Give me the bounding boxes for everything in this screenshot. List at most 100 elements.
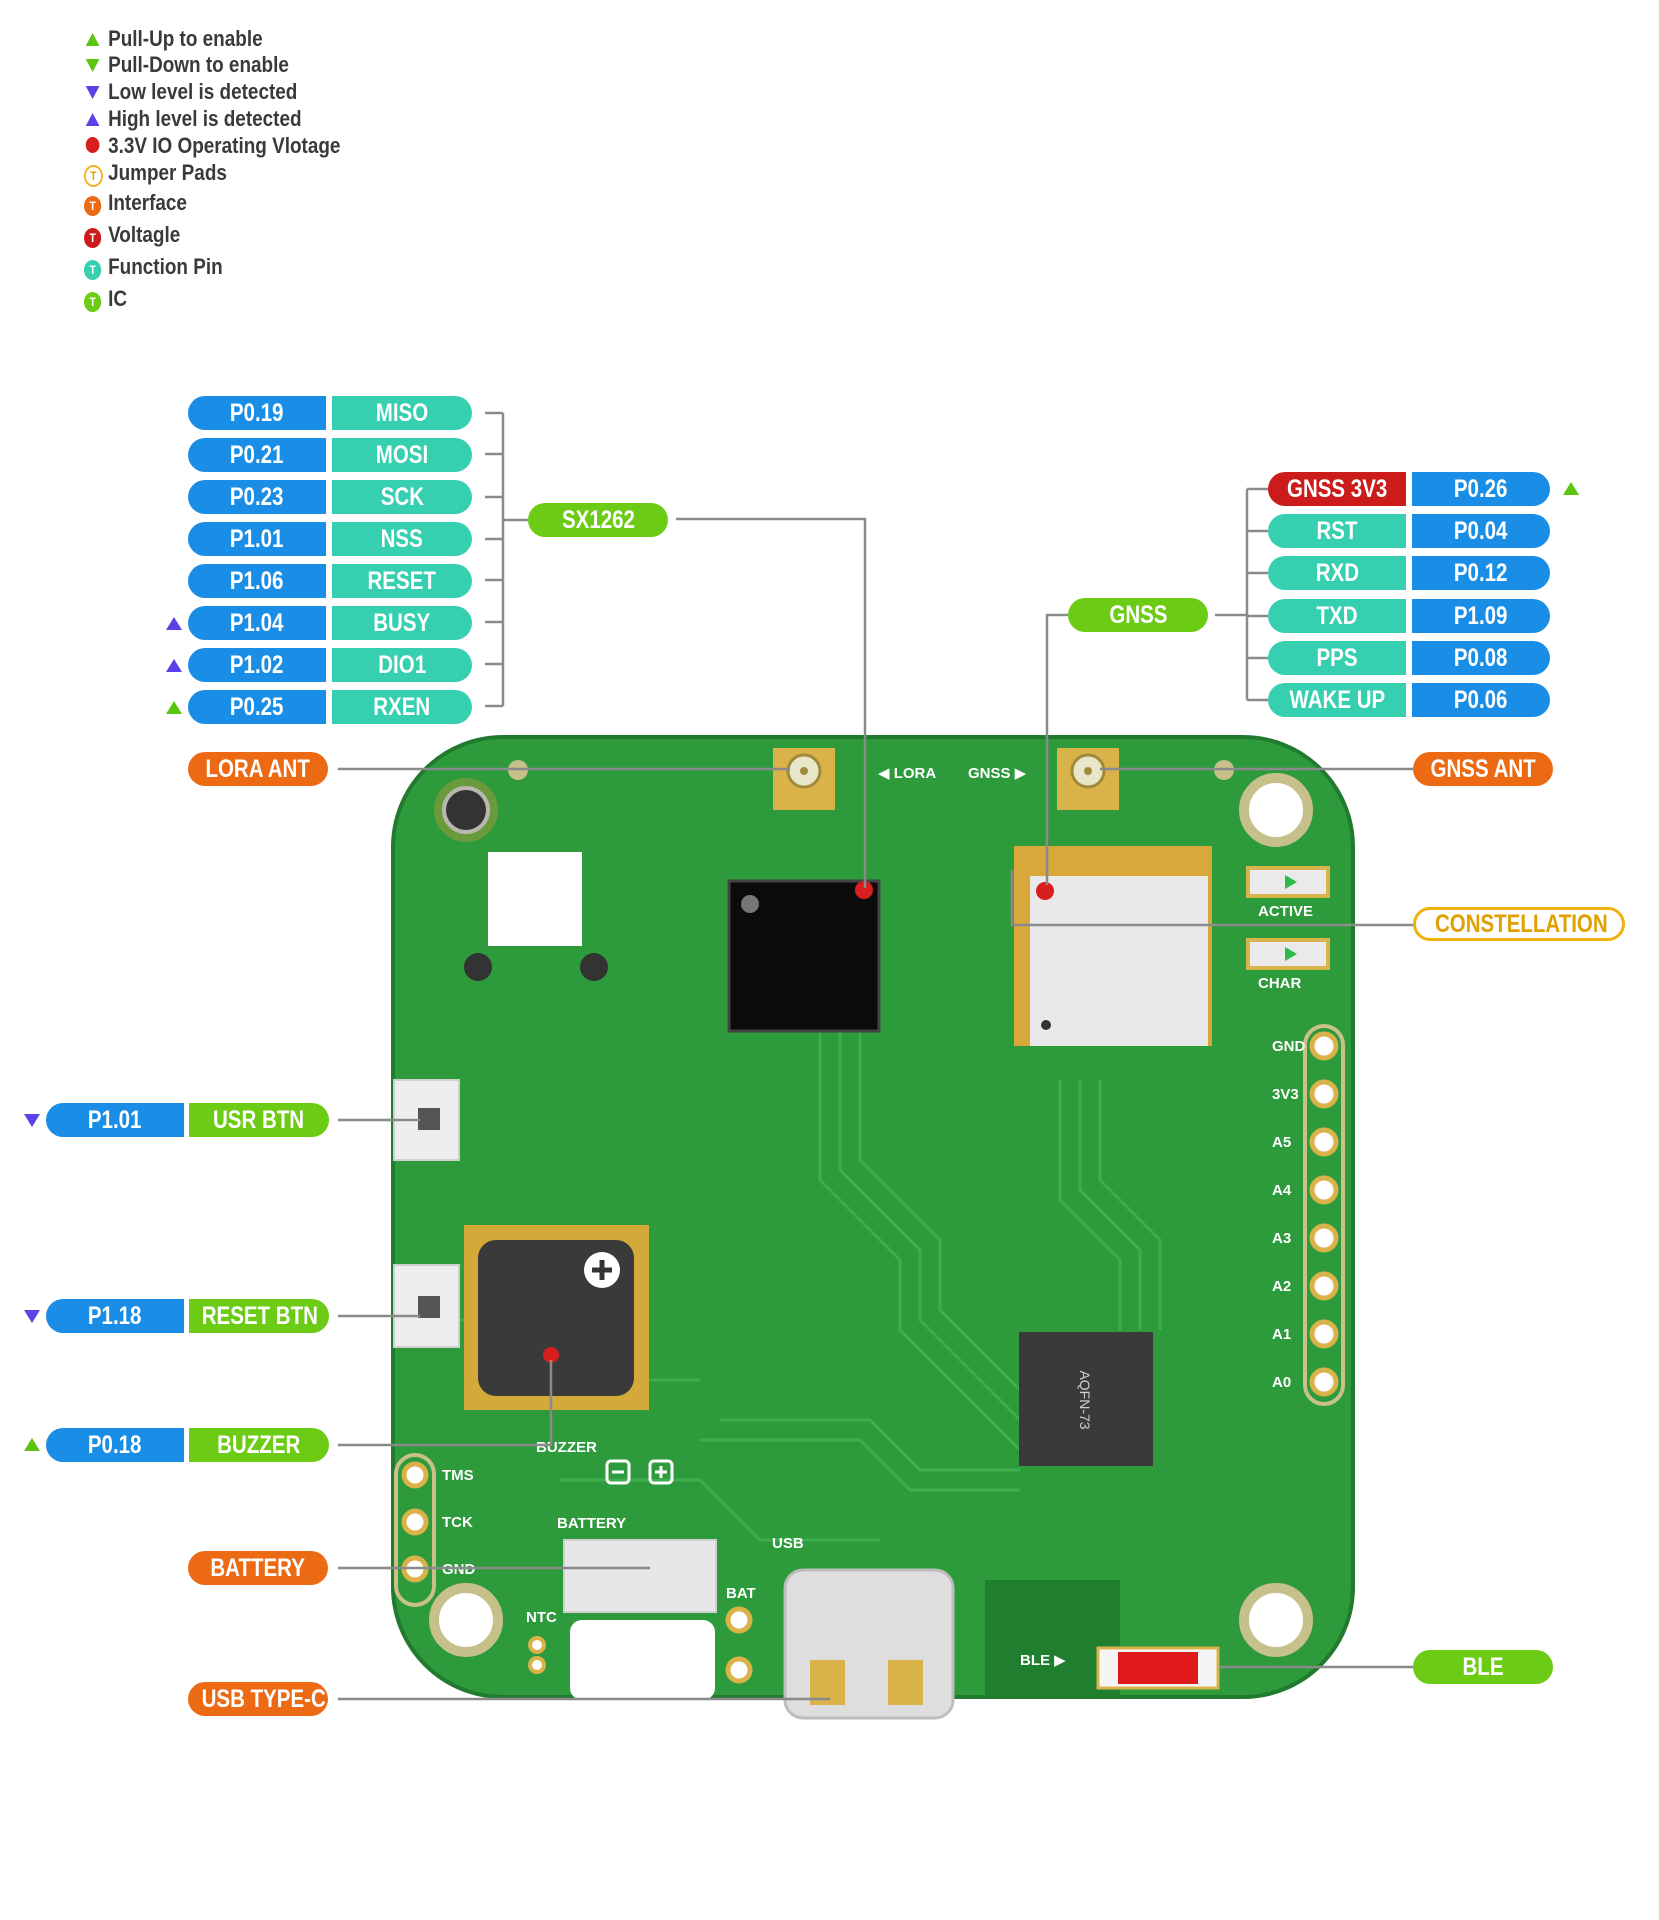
interface-badge-icon: T — [84, 196, 102, 216]
reset-btn-gpio: P1.18 — [46, 1299, 184, 1333]
callout-lines — [338, 411, 1413, 1701]
sx1262-label: SX1262 — [528, 503, 668, 537]
pull-up-marker-rxen — [166, 701, 182, 714]
battery-polarity-icons — [605, 1459, 674, 1485]
low-level-marker-reset — [24, 1310, 40, 1323]
legend-pull-up: Pull-Up to enable — [84, 26, 263, 52]
sx1262-func-1: MOSI — [332, 438, 472, 472]
battery-connector — [563, 1539, 717, 1613]
usr-button-part — [393, 1079, 460, 1161]
usb-type-c-label: USB TYPE-C — [188, 1682, 328, 1716]
silk-swd-1: TCK — [442, 1514, 473, 1531]
sx1262-gpio-4: P1.06 — [188, 564, 326, 598]
constellation-label: CONSTELLATION — [1413, 907, 1625, 941]
silk-header-7: A0 — [1272, 1374, 1291, 1391]
triangle-up-green-icon — [85, 33, 100, 46]
silk-bat: BAT — [726, 1585, 756, 1602]
sx1262-gpio-6: P1.02 — [188, 648, 326, 682]
silk-header-2: A5 — [1272, 1134, 1291, 1151]
buzzer-gpio: P0.18 — [46, 1428, 184, 1462]
high-level-marker-dio1 — [166, 659, 182, 672]
silk-header-6: A1 — [1272, 1326, 1291, 1343]
ic-badge-icon: T — [84, 292, 102, 312]
silk-header-5: A2 — [1272, 1278, 1291, 1295]
sx1262-gpio-7: P0.25 — [188, 690, 326, 724]
gnss-module — [1014, 846, 1212, 1046]
gnss-gpio-1: P0.04 — [1412, 514, 1550, 548]
silk-swd-0: TMS — [442, 1467, 474, 1484]
triangle-up-purple-icon — [85, 113, 100, 126]
silk-char: CHAR — [1258, 975, 1301, 992]
sx1262-gpio-0: P0.19 — [188, 396, 326, 430]
jumper-badge-icon: T — [84, 165, 103, 187]
battery-label: BATTERY — [188, 1551, 328, 1585]
reset-button-part — [393, 1264, 460, 1348]
legend-3v3: 3.3V IO Operating Vlotage — [84, 133, 340, 159]
buzzer-label: BUZZER — [189, 1428, 329, 1462]
usb-c-connector — [783, 1568, 955, 1720]
gnss-label: GNSS — [1068, 598, 1208, 632]
gnss-func-0: GNSS 3V3 — [1268, 472, 1406, 506]
function-badge-icon: T — [84, 260, 102, 280]
low-level-marker-usr — [24, 1114, 40, 1127]
sx1262-gpio-2: P0.23 — [188, 480, 326, 514]
silk-header-3: A4 — [1272, 1182, 1292, 1199]
sx1262-func-0: MISO — [332, 396, 472, 430]
gnss-3v3-dot — [1036, 882, 1054, 900]
sx1262-gpio-5: P1.04 — [188, 606, 326, 640]
silk-lora: ◀ LORA — [878, 765, 936, 782]
sx1262-func-5: BUSY — [332, 606, 472, 640]
gnss-gpio-5: P0.06 — [1412, 683, 1550, 717]
sx1262-func-3: NSS — [332, 522, 472, 556]
triangle-down-purple-icon — [85, 86, 100, 99]
silk-header-4: A3 — [1272, 1230, 1291, 1247]
silk-mcu: AQFN-73 — [1077, 1370, 1093, 1429]
silk-header-1: 3V3 — [1272, 1086, 1299, 1103]
silk-header-0: GND — [1272, 1038, 1306, 1055]
ble-label: BLE — [1413, 1650, 1553, 1684]
gnss-gpio-4: P0.08 — [1412, 641, 1550, 675]
sx1262-func-6: DIO1 — [332, 648, 472, 682]
pcb-traces — [430, 1030, 1162, 1542]
silk-ntc: NTC — [526, 1609, 557, 1626]
voltage-badge-icon: T — [84, 228, 102, 248]
mcu-chip — [1019, 1332, 1153, 1466]
gnss-ant-label: GNSS ANT — [1413, 752, 1553, 786]
gnss-gpio-2: P0.12 — [1412, 556, 1550, 590]
board-notch-left — [570, 1620, 715, 1700]
usr-btn-label: USR BTN — [189, 1103, 329, 1137]
gnss-func-4: PPS — [1268, 641, 1406, 675]
usr-btn-gpio: P1.01 — [46, 1103, 184, 1137]
lora-ant-label: LORA ANT — [188, 752, 328, 786]
led-right — [580, 953, 608, 981]
silk-usb: USB — [772, 1535, 804, 1552]
mounting-holes — [429, 760, 1313, 1657]
silk-ble: BLE ▶ — [1020, 1652, 1066, 1669]
legend-pull-down: Pull-Down to enable — [84, 52, 289, 78]
gnss-func-5: WAKE UP — [1268, 683, 1406, 717]
silk-square — [488, 852, 582, 946]
high-level-marker-busy — [166, 617, 182, 630]
sx1262-gpio-3: P1.01 — [188, 522, 326, 556]
silk-battery: BATTERY — [557, 1515, 626, 1532]
pin-header — [1303, 1024, 1345, 1406]
sx1262-func-7: RXEN — [332, 690, 472, 724]
legend-low: Low level is detected — [84, 79, 297, 105]
led-left — [464, 953, 492, 981]
silk-gnss: GNSS ▶ — [968, 765, 1027, 782]
legend-high: High level is detected — [84, 106, 302, 132]
silk-active: ACTIVE — [1258, 903, 1313, 920]
buzzer-part — [464, 1225, 649, 1410]
gnss-gpio-3: P1.09 — [1412, 599, 1550, 633]
red-dot-icon — [85, 137, 100, 153]
reset-btn-label: RESET BTN — [189, 1299, 329, 1333]
silk-buzzer: BUZZER — [536, 1439, 597, 1456]
silk-swd-2: GND — [442, 1561, 476, 1578]
sx1262-func-2: SCK — [332, 480, 472, 514]
